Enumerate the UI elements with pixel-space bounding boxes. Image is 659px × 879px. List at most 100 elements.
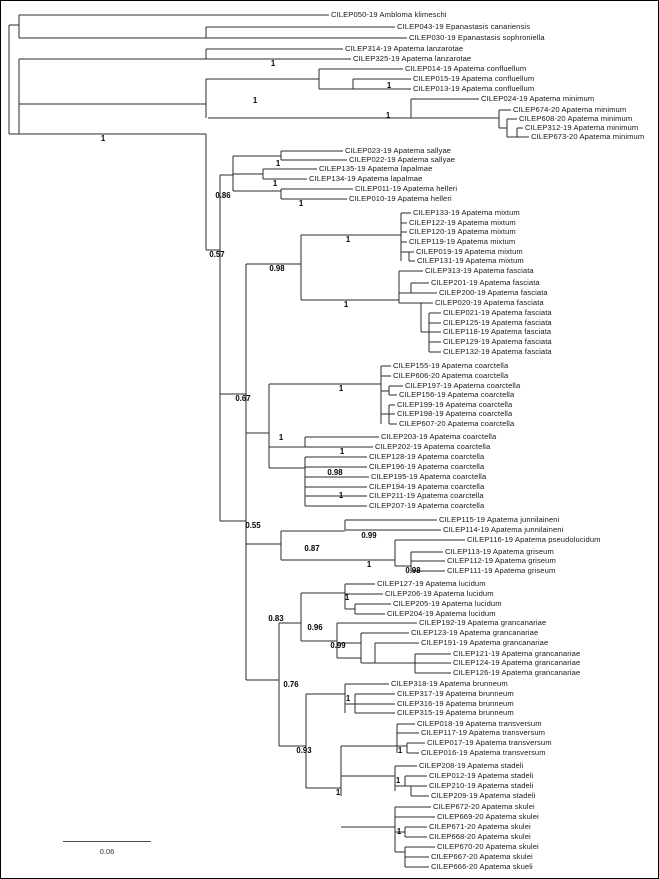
tip-label: CILEP128-19 Apatema coarctella [369,452,485,461]
tip-label: CILEP132-19 Apatema fasciata [443,347,552,356]
tip-label: CILEP019-19 Apatema mixtum [416,247,523,256]
scale-bar [63,841,151,843]
tip-label: CILEP113-19 Apatema griseum [445,547,554,556]
tip-label: CILEP155-19 Apatema coarctella [393,361,509,370]
tip-label: CILEP672-20 Apatema skulei [433,802,535,811]
tip-label: CILEP670-20 Apatema skulei [437,842,539,851]
tip-label: CILEP313-19 Apatema fasciata [425,266,534,275]
tip-label: CILEP200-19 Apatema fasciata [439,288,548,297]
tip-label: CILEP119-19 Apatema mixtum [409,237,516,246]
support-value: 0.98 [269,264,285,273]
support-value: 1 [298,199,304,208]
support-value: 1 [344,593,350,602]
tip-label: CILEP014-19 Apatema confluellum [405,64,527,73]
support-value: 1 [335,788,341,797]
tip-label: CILEP204-19 Apatema lucidum [387,609,496,618]
tip-label: CILEP196-19 Apatema coarctella [369,462,485,471]
support-value: 1 [386,81,392,90]
tip-label: CILEP205-19 Apatema lucidum [393,599,502,608]
support-value: 1 [396,827,402,836]
tip-label: CILEP115-19 Apatema junnilaineni [439,515,560,524]
tip-label: CILEP209-19 Apatema stadeli [431,791,536,800]
tip-label: CILEP111-19 Apatema griseum [447,566,556,575]
tip-label: CILEP020-19 Apatema fasciata [435,298,544,307]
tip-label: CILEP317-19 Apatema brunneum [397,689,514,698]
tip-label: CILEP202-19 Apatema coarctella [375,442,491,451]
tip-label: CILEP129-19 Apatema fasciata [443,337,552,346]
tip-label: CILEP011-19 Apatema helleri [355,184,458,193]
support-value: 0.98 [405,566,421,575]
tip-label: CILEP015-19 Apatema confluellum [413,74,535,83]
tip-label: CILEP122-19 Apatema mixtum [409,218,516,227]
support-value: 0.86 [215,191,231,200]
support-value: 1 [272,179,278,188]
tip-label: CILEP314-19 Apatema lanzarotae [345,44,464,53]
tip-label: CILEP325-19 Apatema lanzarotae [353,54,472,63]
tip-label: CILEP012-19 Apatema stadeli [429,771,534,780]
tip-label: CILEP316-19 Apatema brunneum [397,699,514,708]
tip-label: CILEP013-19 Apatema confluellum [413,84,535,93]
tip-label: CILEP121-19 Apatema grancanariae [453,649,581,658]
tip-label: CILEP116-19 Apatema pseudolucidum [467,535,601,544]
tip-label: CILEP315-19 Apatema brunneum [397,708,514,717]
tip-label: CILEP191-19 Apatema grancanariae [421,638,549,647]
tip-label: CILEP118-19 Apatema fasciata [443,327,552,336]
tip-label: CILEP114-19 Apatema junnilaineni [443,525,564,534]
tip-label: CILEP124-19 Apatema grancanariae [453,658,581,667]
tip-label: CILEP666-20 Apatema skueli [431,862,533,871]
tip-label: CILEP022-19 Apatema sallyae [349,155,456,164]
support-value: 1 [366,560,372,569]
support-value: 0.67 [235,394,251,403]
support-value: 0.57 [209,250,225,259]
tip-label: CILEP125-19 Apatema fasciata [443,318,552,327]
tip-label: CILEP127-19 Apatema lucidum [377,579,486,588]
tip-label: CILEP671-20 Apatema skulei [429,822,531,831]
tip-label: CILEP201-19 Apatema fasciata [431,278,540,287]
tip-label: CILEP668-20 Apatema skulei [429,832,531,841]
tip-label: CILEP208-19 Apatema stadeli [419,761,524,770]
tip-label: CILEP669-20 Apatema skulei [437,812,539,821]
tip-label: CILEP312-19 Apatema minimum [525,123,639,132]
tip-label: CILEP120-19 Apatema mixtum [409,227,516,236]
tip-label: CILEP050-19 Ambloma klimeschi [331,10,447,19]
support-value: 1 [270,59,276,68]
scale-bar-label: 0.06 [99,847,115,856]
support-value: 0.96 [307,623,323,632]
tip-label: CILEP199-19 Apatema coarctella [397,400,513,409]
support-value: 1 [338,384,344,393]
tip-label: CILEP318-19 Apatema brunneum [391,679,508,688]
tip-label: CILEP123-19 Apatema grancanariae [411,628,539,637]
tip-label: CILEP126-19 Apatema grancanariae [453,668,581,677]
tip-label: CILEP606-20 Apatema coarctella [393,371,509,380]
tip-label: CILEP207-19 Apatema coarctella [369,501,485,510]
tip-label: CILEP030-19 Epanastasis sophroniella [409,33,545,42]
tip-label: CILEP112-19 Apatema griseum [447,556,556,565]
support-value: 0.55 [245,521,261,530]
tip-label: CILEP018-19 Apatema transversum [417,719,542,728]
tip-label: CILEP192-19 Apatema grancanariae [419,618,547,627]
support-value: 0.76 [283,680,299,689]
tip-label: CILEP117-19 Apatema transversum [421,728,546,737]
support-value: 1 [278,433,284,442]
support-value: 1 [339,447,345,456]
tip-label: CILEP131-19 Apatema mixtum [417,256,524,265]
tip-label: CILEP198-19 Apatema coarctella [397,409,513,418]
tip-label: CILEP195-19 Apatema coarctella [371,472,487,481]
tip-label: CILEP021-19 Apatema fasciata [443,308,552,317]
support-value: 1 [345,694,351,703]
tip-label: CILEP673-20 Apatema minimum [531,132,645,141]
support-value: 0.99 [361,531,377,540]
support-value: 1 [252,96,258,105]
support-value: 1 [397,746,403,755]
tip-label: CILEP206-19 Apatema lucidum [385,589,494,598]
tip-label: CILEP607-20 Apatema coarctella [399,419,515,428]
support-value: 1 [343,300,349,309]
tip-label: CILEP135-19 Apatema lapalmae [319,164,433,173]
support-value: 0.99 [330,641,346,650]
support-value: 0.87 [304,544,320,553]
tip-label: CILEP608-20 Apatema minimum [519,114,633,123]
tip-label: CILEP674-20 Apatema minimum [513,105,627,114]
tip-label: CILEP016-19 Apatema transversum [421,748,546,757]
tip-label: CILEP023-19 Apatema sallyae [345,146,452,155]
